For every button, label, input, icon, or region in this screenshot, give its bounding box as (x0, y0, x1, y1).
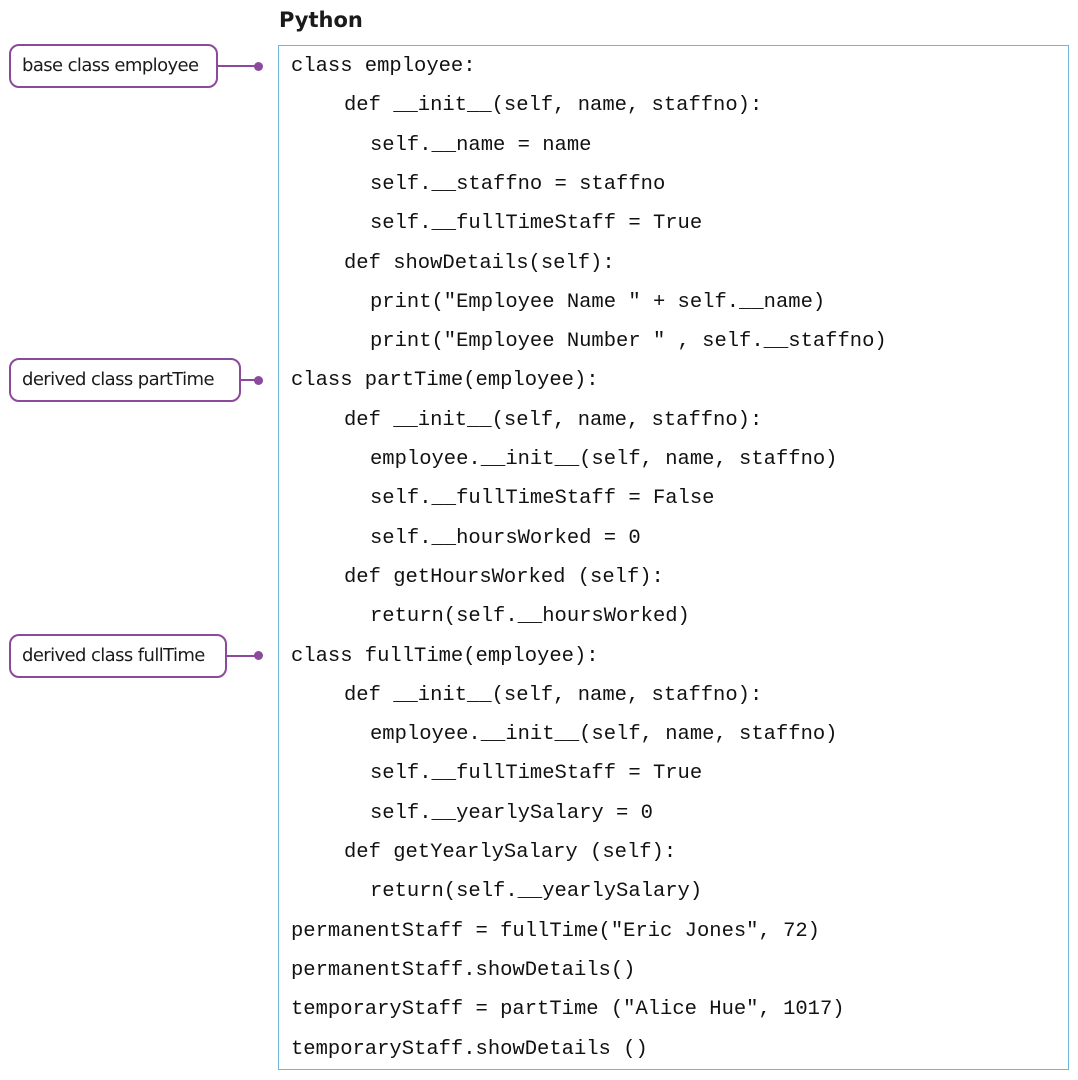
callout-label: derived class fullTime (9, 633, 227, 678)
code-line: class fullTime(employee): (291, 644, 599, 668)
code-line: self.__fullTimeStaff = False (370, 487, 715, 511)
callout-label: derived class partTime (9, 358, 241, 403)
code-line: return(self.__hoursWorked) (370, 605, 690, 629)
code-line: def getHoursWorked (self): (344, 565, 664, 589)
code-line: return(self.__yearlySalary) (370, 880, 703, 904)
code-line: class employee: (291, 55, 476, 78)
code-line: self.__fullTimeStaff = True (370, 212, 703, 236)
code-line: employee.__init__(self, name, staffno) (370, 723, 838, 747)
code-line: def showDetails(self): (344, 251, 615, 275)
callout-connector (241, 379, 258, 382)
code-line: def __init__(self, name, staffno): (344, 94, 763, 118)
code-listing: class employee: def __init__(self, name, … (278, 45, 1069, 1070)
code-line: temporaryStaff.showDetails () (291, 1037, 648, 1061)
code-line: employee.__init__(self, name, staffno) (370, 448, 838, 471)
callout-dot (254, 61, 263, 71)
callout-connector (227, 654, 258, 657)
code-line: self.__name = name (370, 133, 592, 157)
callout-dot (254, 651, 263, 660)
code-line: print("Employee Number " , self.__staffn… (370, 330, 887, 354)
code-line: self.__staffno = staffno (370, 172, 666, 196)
code-line: print("Employee Name " + self.__name) (370, 290, 826, 314)
code-line: self.__hoursWorked = 0 (370, 526, 641, 550)
code-line: permanentStaff.showDetails() (291, 958, 636, 982)
callout-connector (218, 65, 258, 67)
code-line: def __init__(self, name, staffno): (344, 408, 763, 432)
code-line: def getYearlySalary (self): (344, 841, 677, 864)
code-line: permanentStaff = fullTime("Eric Jones", … (291, 919, 820, 943)
code-line: temporaryStaff = partTime ("Alice Hue", … (291, 998, 845, 1022)
code-line: self.__fullTimeStaff = True (370, 762, 703, 786)
callout-dot (254, 375, 263, 385)
page-title: Python (279, 8, 363, 32)
code-line: self.__yearlySalary = 0 (370, 801, 653, 825)
callout-label: base class employee (9, 44, 218, 88)
code-line: def __init__(self, name, staffno): (344, 683, 763, 707)
code-line: class partTime(employee): (291, 369, 599, 393)
